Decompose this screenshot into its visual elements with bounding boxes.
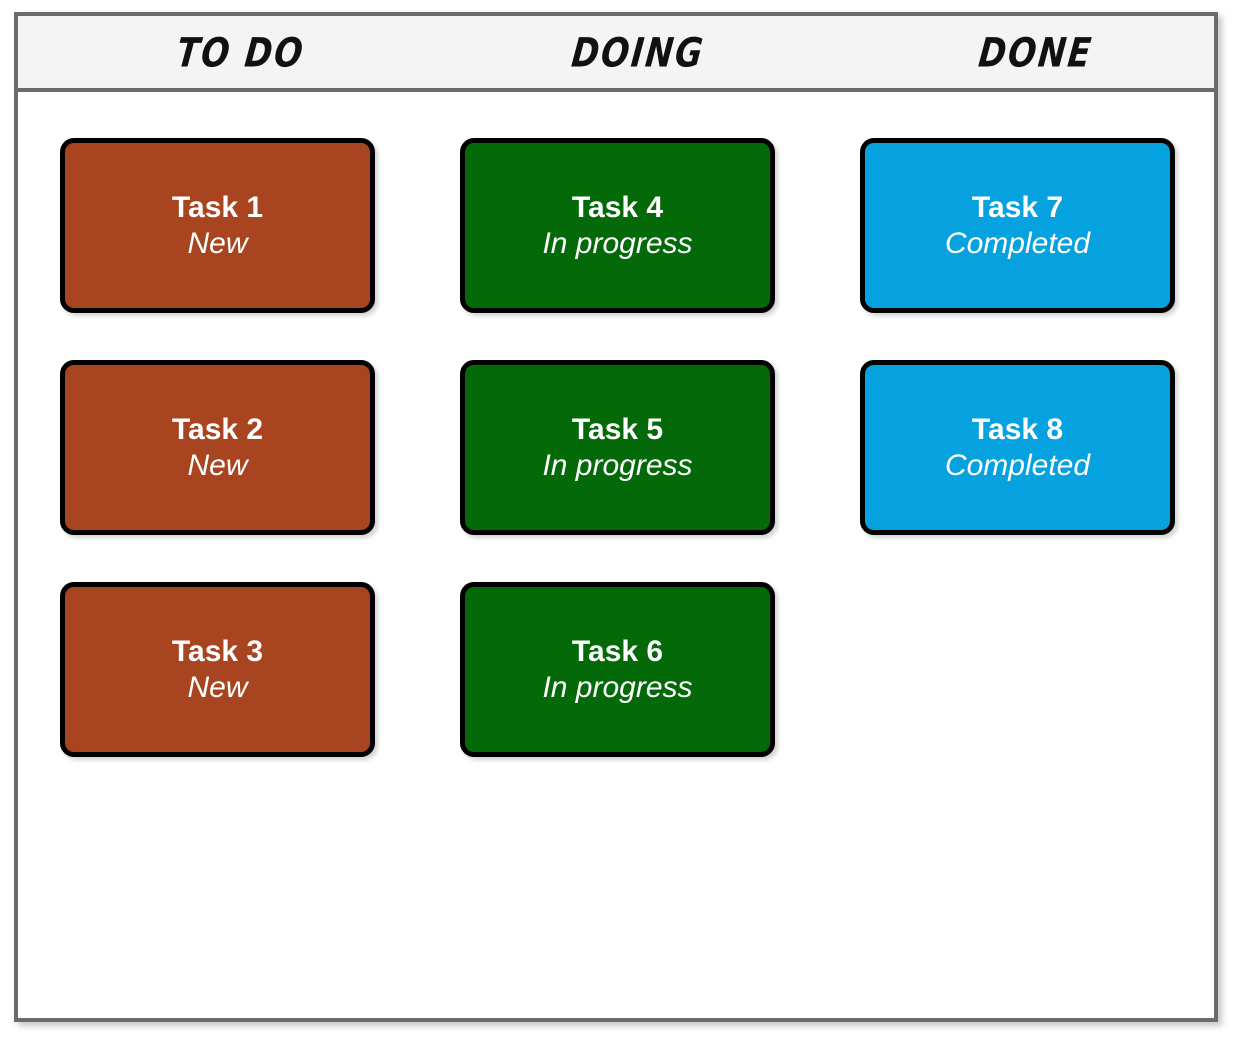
task-card-title: Task 2	[171, 413, 264, 447]
board-body: Task 1 New Task 2 New Task 3 New Task 4 …	[18, 92, 1214, 1018]
task-card-status: Completed	[944, 448, 1091, 482]
column-header-label-done: DONE	[976, 28, 1095, 76]
column-header-todo: TO DO	[18, 16, 417, 88]
kanban-board: TO DO DOING DONE Task 1 New Task 2 New T…	[14, 12, 1218, 1022]
column-header-label-todo: TO DO	[174, 28, 307, 76]
task-card-title: Task 6	[571, 635, 664, 669]
column-header-done: DONE	[815, 16, 1214, 88]
board-column-todo[interactable]: Task 1 New Task 2 New Task 3 New	[18, 92, 418, 1018]
task-card-title: Task 5	[571, 413, 664, 447]
task-card-status: New	[187, 448, 248, 482]
task-card-status: Completed	[944, 226, 1091, 260]
board-column-doing[interactable]: Task 4 In progress Task 5 In progress Ta…	[418, 92, 818, 1018]
board-column-done[interactable]: Task 7 Completed Task 8 Completed	[818, 92, 1218, 1018]
column-header-label-doing: DOING	[569, 28, 707, 76]
task-card-title: Task 3	[171, 635, 264, 669]
task-card[interactable]: Task 2 New	[60, 360, 375, 535]
task-card-title: Task 4	[571, 191, 664, 225]
task-card[interactable]: Task 7 Completed	[860, 138, 1175, 313]
column-header-doing: DOING	[417, 16, 816, 88]
task-card[interactable]: Task 8 Completed	[860, 360, 1175, 535]
task-card-status: In progress	[542, 226, 693, 260]
task-card-status: In progress	[542, 448, 693, 482]
task-card[interactable]: Task 1 New	[60, 138, 375, 313]
task-card-status: New	[187, 226, 248, 260]
task-card-title: Task 8	[971, 413, 1064, 447]
task-card[interactable]: Task 3 New	[60, 582, 375, 757]
task-card-title: Task 7	[971, 191, 1064, 225]
task-card-status: In progress	[542, 670, 693, 704]
board-header-row: TO DO DOING DONE	[18, 16, 1214, 92]
task-card[interactable]: Task 4 In progress	[460, 138, 775, 313]
task-card[interactable]: Task 6 In progress	[460, 582, 775, 757]
task-card-status: New	[187, 670, 248, 704]
task-card-title: Task 1	[171, 191, 264, 225]
task-card[interactable]: Task 5 In progress	[460, 360, 775, 535]
